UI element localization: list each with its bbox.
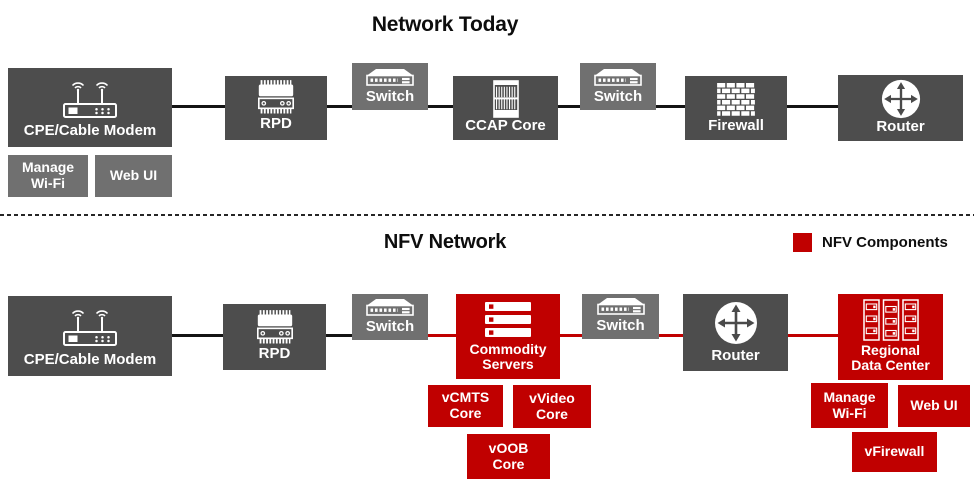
node-label: CPE/Cable Modem [23, 351, 157, 369]
node-commodity-servers: Commodity Servers [456, 294, 560, 379]
node-label: vOOB Core [488, 439, 529, 472]
node-label: Manage Wi-Fi [823, 388, 876, 421]
node-cpe-cable-modem-today: CPE/Cable Modem [8, 68, 172, 147]
nfv-legend-label: NFV Components [822, 234, 948, 251]
connector-rpd-switch [327, 105, 352, 108]
node-web-ui-today: Web UI [95, 155, 172, 197]
node-router-nfv: Router [683, 294, 788, 371]
connector-rpd-switch-nfv [326, 334, 352, 337]
connector-switch-commodity [428, 334, 456, 337]
node-label: RPD [260, 115, 292, 133]
servers-icon [482, 294, 534, 342]
node-manage-wifi-today: Manage Wi-Fi [8, 155, 88, 197]
node-regional-data-center: Regional Data Center [838, 294, 943, 380]
node-vcmts-core: vCMTS Core [428, 385, 503, 427]
firewall-icon [716, 76, 756, 118]
connector-switch-ccap [428, 105, 453, 108]
node-label: Regional Data Center [851, 341, 930, 374]
node-label: Firewall [708, 117, 764, 135]
node-rpd-nfv: RPD [223, 304, 326, 370]
node-router-today: Router [838, 75, 963, 141]
node-rpd-today: RPD [225, 76, 327, 140]
nfv-legend-swatch [793, 233, 812, 252]
node-vvideo-core: vVideo Core [513, 385, 591, 428]
connector-commodity-switch [560, 334, 582, 337]
node-label: RPD [258, 345, 291, 363]
node-cpe-cable-modem-nfv: CPE/Cable Modem [8, 296, 172, 376]
node-label: Commodity Servers [469, 340, 547, 373]
node-label: vCMTS Core [441, 389, 490, 421]
node-label: Web UI [109, 167, 158, 184]
section-title-network-today: Network Today [371, 13, 519, 36]
node-switch2-nfv: Switch [582, 294, 659, 339]
node-firewall-today: Firewall [685, 76, 787, 140]
node-label: Web UI [910, 397, 958, 414]
section-title-nfv-network: NFV Network [383, 231, 507, 253]
router-icon [881, 75, 921, 119]
switch-icon [364, 293, 416, 319]
node-manage-wifi-nfv: Manage Wi-Fi [811, 383, 888, 428]
node-label: Switch [596, 317, 645, 335]
node-ccap-core-today: CCAP Core [453, 76, 558, 140]
node-label: vVideo Core [529, 389, 575, 422]
datacenter-icon [862, 294, 920, 343]
switch-icon [592, 63, 644, 89]
node-voob-core: vOOB Core [467, 434, 550, 479]
connector-switch-firewall [656, 105, 685, 108]
modem-icon [58, 296, 122, 352]
connector-cpe-rpd [172, 105, 225, 108]
switch-icon [595, 292, 647, 318]
node-label: CPE/Cable Modem [23, 122, 157, 140]
connector-ccap-switch [558, 105, 580, 108]
node-label: Switch [593, 88, 643, 106]
node-label: Manage Wi-Fi [21, 159, 75, 191]
node-label: Switch [365, 318, 415, 336]
connector-router-datacenter [788, 334, 838, 337]
connector-firewall-router [787, 105, 838, 108]
router-icon [714, 294, 758, 348]
chassis-icon [492, 76, 520, 118]
node-label: Router [876, 118, 925, 136]
node-switch2-today: Switch [580, 63, 656, 110]
switch-icon [364, 63, 416, 89]
node-web-ui-nfv: Web UI [898, 385, 970, 427]
node-vfirewall: vFirewall [852, 432, 937, 472]
rpd-icon [246, 304, 304, 346]
node-label: vFirewall [864, 443, 925, 460]
connector-cpe-rpd-nfv [172, 334, 223, 337]
section-divider [0, 214, 974, 216]
modem-icon [58, 68, 122, 123]
node-switch1-today: Switch [352, 63, 428, 110]
node-label: CCAP Core [465, 117, 546, 135]
rpd-icon [247, 74, 305, 116]
node-switch1-nfv: Switch [352, 294, 428, 340]
node-label: Switch [365, 88, 415, 106]
connector-switch-router-nfv [659, 334, 683, 337]
node-label: Router [711, 347, 760, 365]
